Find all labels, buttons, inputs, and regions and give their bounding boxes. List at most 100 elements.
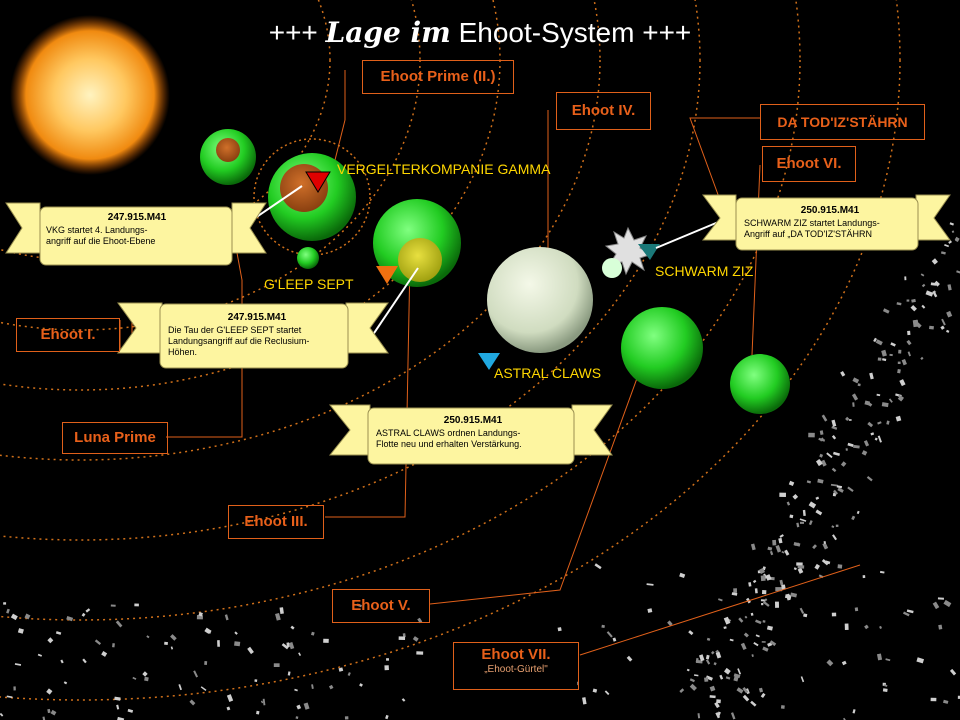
asteroid [709, 685, 716, 692]
asteroid [60, 659, 64, 664]
asteroid [359, 683, 363, 687]
label-ehoot-prime-text: Ehoot Prime (II.) [380, 68, 496, 85]
asteroid [831, 426, 838, 430]
unit-astral-claws: ASTRAL CLAWS [494, 365, 602, 381]
asteroid [944, 243, 950, 248]
asteroid [940, 325, 945, 330]
asteroid [761, 641, 766, 643]
asteroid [873, 337, 878, 343]
asteroid [769, 640, 777, 647]
asteroid [646, 583, 654, 586]
asteroid [837, 564, 843, 569]
scroll-4-date: 250.915.M41 [800, 205, 860, 216]
asteroid [63, 681, 68, 685]
asteroid [802, 509, 806, 517]
scroll-4 [701, 194, 951, 251]
asteroid [831, 419, 837, 427]
asteroid [925, 290, 934, 297]
asteroid [170, 646, 174, 650]
asteroid [897, 394, 904, 400]
asteroid [792, 493, 799, 500]
asteroid [116, 704, 120, 710]
asteroid [205, 628, 212, 634]
asteroid [401, 698, 406, 702]
asteroid [198, 612, 203, 617]
asteroid [778, 537, 783, 544]
asteroid [857, 383, 861, 387]
marker-gleep-sept [376, 266, 398, 284]
asteroid [937, 597, 944, 600]
asteroid [178, 684, 182, 691]
asteroid [861, 450, 868, 456]
asteroid [956, 270, 960, 274]
asteroid [417, 617, 423, 624]
scroll-1-text: 247.915.M41 VKG startet 4. Landungs- ang… [46, 212, 228, 247]
asteroid [275, 613, 281, 621]
asteroid [879, 570, 885, 574]
asteroid [725, 676, 731, 680]
asteroid [841, 660, 847, 666]
asteroid [940, 251, 946, 255]
asteroid [876, 653, 883, 661]
asteroid [779, 579, 784, 586]
asteroid [883, 684, 888, 687]
asteroid [594, 563, 602, 570]
asteroid [881, 402, 889, 408]
asteroid [557, 627, 562, 632]
asteroid [693, 674, 699, 677]
asteroid [921, 283, 926, 288]
asteroid [416, 651, 424, 655]
asteroid [862, 575, 866, 579]
asteroid [946, 329, 950, 333]
asteroid [6, 695, 13, 699]
asteroid [127, 708, 134, 713]
asteroid [797, 567, 804, 574]
asteroid [689, 683, 697, 691]
asteroid [115, 620, 123, 628]
asteroid [247, 646, 254, 655]
asteroid [733, 676, 739, 682]
asteroid [755, 619, 762, 625]
asteroid [323, 638, 329, 643]
asteroid [869, 372, 874, 380]
asteroid [750, 700, 757, 707]
asteroid [81, 612, 86, 617]
asteroid [733, 588, 738, 593]
asteroid [853, 444, 860, 449]
asteroid [709, 695, 716, 699]
label-ehoot-vii: Ehoot VII. „Ehoot-Gürtel" [453, 642, 579, 690]
asteroid [831, 612, 837, 617]
scroll-3-line1: ASTRAL CLAWS ordnen Landungs- [376, 427, 521, 438]
asteroid [948, 240, 952, 244]
label-da-text: DA TOD'IZ'STÄHRN [777, 114, 908, 130]
asteroid [686, 668, 690, 672]
asteroid [897, 361, 901, 364]
label-ehoot-vii-sub: „Ehoot-Gürtel" [484, 664, 548, 675]
asteroid [114, 696, 121, 701]
scroll-1-line2: angriff auf die Ehoot-Ebene [46, 235, 156, 246]
orbit-7 [0, 0, 901, 701]
asteroid [761, 603, 764, 606]
scroll-1-date: 247.915.M41 [107, 212, 167, 223]
asteroid [402, 633, 406, 638]
label-ehoot-iv: Ehoot IV. [556, 92, 651, 130]
scroll-banners [5, 194, 951, 465]
asteroid [287, 671, 291, 676]
asteroid [338, 667, 344, 672]
planet-ehoot-i-surface [216, 138, 240, 162]
asteroid [398, 636, 406, 641]
pointer-gleep [367, 267, 419, 343]
marker-vergelterkompanie [305, 171, 331, 193]
asteroid [866, 475, 873, 482]
planet-ehoot-iii-surface [398, 238, 442, 282]
asteroid [814, 563, 821, 570]
asteroid [761, 590, 767, 595]
asteroid [904, 276, 907, 281]
scroll-3-date: 250.915.M41 [443, 415, 503, 426]
asteroid [845, 448, 848, 451]
asteroid [47, 708, 51, 714]
asteroid [762, 646, 769, 652]
asteroid [193, 670, 199, 678]
marker-schwarm-ziz [638, 244, 660, 260]
asteroid [601, 624, 605, 629]
